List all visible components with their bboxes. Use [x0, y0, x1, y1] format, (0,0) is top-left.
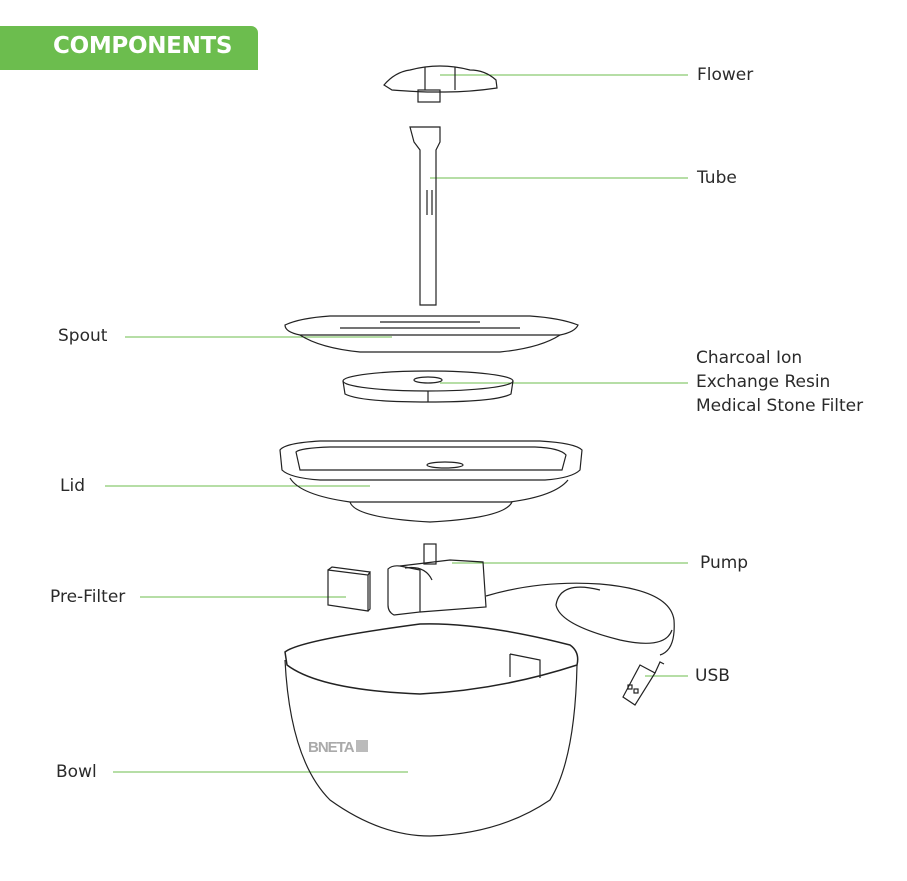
label-filter-2: Exchange Resin [696, 372, 831, 392]
label-usb: USB [695, 666, 730, 686]
section-title: COMPONENTS [53, 33, 233, 59]
brand-logo: BNETA [308, 739, 355, 756]
brand-logo-badge [356, 740, 368, 752]
pre-filter-part [327, 566, 372, 612]
label-lid: Lid [60, 476, 85, 496]
label-pump: Pump [700, 553, 749, 573]
label-filter-1: Charcoal Ion [696, 348, 803, 368]
filter-part [342, 370, 514, 403]
label-pre-filter: Pre-Filter [50, 587, 126, 607]
leader-lines [105, 74, 688, 773]
section-banner: COMPONENTS [0, 26, 258, 70]
label-filter-3: Medical Stone Filter [696, 396, 864, 416]
tube-part [409, 126, 441, 306]
label-spout: Spout [58, 326, 108, 346]
label-tube: Tube [697, 168, 737, 188]
spout-part [284, 315, 579, 353]
lid-part [279, 440, 583, 523]
flower-part [383, 65, 498, 103]
pump-part [387, 543, 675, 656]
label-bowl: Bowl [56, 762, 97, 782]
usb-part [622, 661, 665, 706]
label-flower: Flower [697, 65, 754, 85]
bowl-part [284, 623, 579, 837]
